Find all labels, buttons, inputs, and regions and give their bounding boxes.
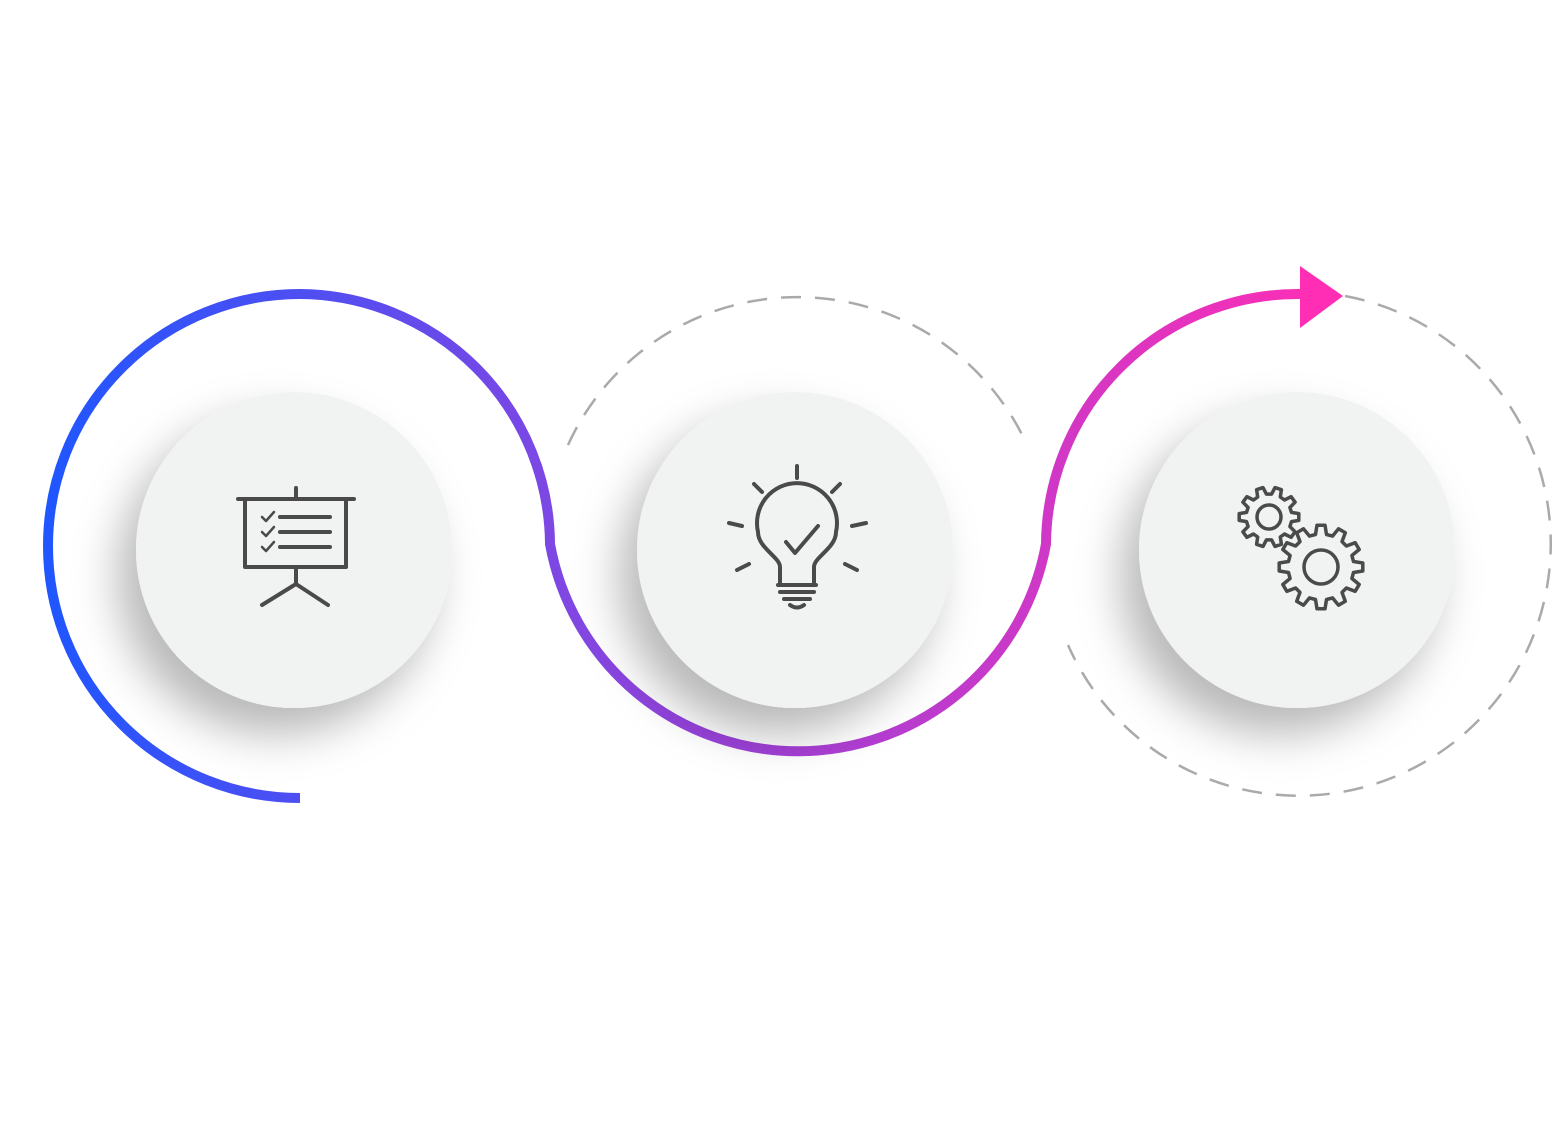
lightbulb-check-icon xyxy=(727,464,868,610)
dashed-guide-arc-middle xyxy=(566,295,1029,446)
step-node-execute xyxy=(1139,392,1455,708)
gears-icon xyxy=(1237,485,1365,611)
step-node-plan-disc xyxy=(136,392,452,708)
flow-arrowhead xyxy=(1300,266,1343,328)
step-node-idea xyxy=(637,392,953,708)
flow-path xyxy=(43,288,1301,803)
step-node-plan xyxy=(136,392,452,708)
dashed-guide-arc-right xyxy=(1066,294,1552,797)
presentation-board-checklist-icon xyxy=(236,486,356,607)
step-node-execute-disc xyxy=(1139,392,1455,708)
